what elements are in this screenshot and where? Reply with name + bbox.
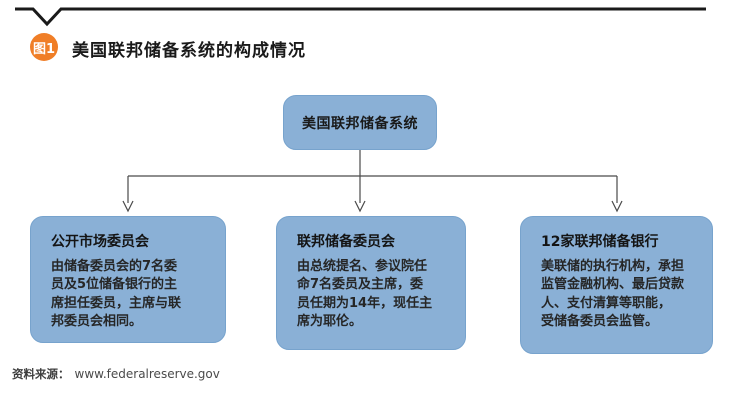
body-line: 人、支付清算等职能， — [541, 295, 672, 311]
source-url: www.federalreserve.gov — [74, 367, 220, 381]
body-line: 席担任委员，主席与联 — [51, 295, 182, 311]
down-arrowhead-left-icon — [122, 200, 134, 213]
org-node-root-label: 美国联邦储备系统 — [302, 115, 418, 132]
body-line: 员任期为14年，现任主 — [297, 295, 433, 311]
top-rule-notch — [15, 7, 706, 27]
figure-number-badge: 图1 — [30, 33, 58, 61]
body-line: 受储备委员会监管。 — [541, 314, 659, 330]
body-line: 监管金融机构、最后贷款 — [541, 277, 685, 293]
org-node-body: 由总统提名、参议院任 命7名委员及主席，委 员任期为14年，现任主 席为耶伦。 — [297, 258, 449, 332]
org-node-reserve-banks: 12家联邦储备银行 美联储的执行机构，承担 监管金融机构、最后贷款 人、支付清算… — [520, 216, 713, 354]
body-line: 邦委员会相同。 — [51, 314, 143, 330]
body-line: 由储备委员会的7名委 — [51, 259, 178, 274]
body-line: 美联储的执行机构，承担 — [541, 259, 685, 274]
org-node-body: 由储备委员会的7名委 员及5位储备银行的主 席担任委员，主席与联 邦委员会相同。 — [51, 258, 209, 332]
source-label: 资料来源： — [12, 367, 70, 381]
org-node-body: 美联储的执行机构，承担 监管金融机构、最后贷款 人、支付清算等职能， 受储备委员… — [541, 258, 696, 332]
body-line: 员及5位储备银行的主 — [51, 277, 178, 293]
body-line: 席为耶伦。 — [297, 314, 363, 330]
org-node-federal-reserve-board: 联邦储备委员会 由总统提名、参议院任 命7名委员及主席，委 员任期为14年，现任… — [276, 216, 466, 350]
down-arrowhead-right-icon — [611, 200, 623, 213]
down-arrowhead-middle-icon — [354, 200, 366, 213]
connector-lines — [127, 150, 618, 203]
org-node-open-market-committee: 公开市场委员会 由储备委员会的7名委 员及5位储备银行的主 席担任委员，主席与联… — [30, 216, 226, 343]
org-node-root: 美国联邦储备系统 — [283, 95, 437, 150]
body-line: 由总统提名、参议院任 — [297, 259, 428, 274]
body-line: 命7名委员及主席，委 — [297, 277, 424, 293]
org-node-title: 公开市场委员会 — [51, 234, 149, 250]
org-node-title: 12家联邦储备银行 — [541, 234, 659, 250]
org-node-title: 联邦储备委员会 — [297, 234, 395, 250]
figure-title: 美国联邦储备系统的构成情况 — [72, 41, 306, 61]
source-note: 资料来源： www.federalreserve.gov — [12, 366, 220, 382]
